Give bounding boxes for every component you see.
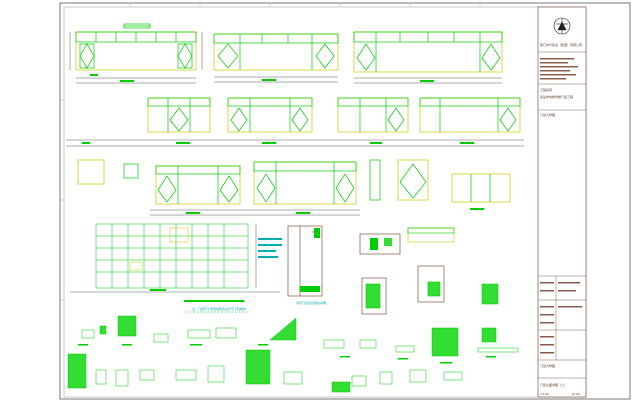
project-name: 某某学校教学楼门窗工程	[540, 94, 573, 99]
profile-sections	[67, 315, 497, 393]
company-logo-icon	[553, 17, 571, 35]
dimension-lines-row2	[66, 139, 524, 147]
profile-dimension-marks	[78, 344, 496, 364]
dimension-lines-3	[354, 77, 502, 84]
window-elevation-8	[155, 165, 241, 205]
note-1: 注：门窗尺寸须现场核实后方可下料制作	[192, 306, 246, 311]
scale: 1:100	[540, 392, 549, 396]
sheet-number: JS-04	[571, 392, 580, 396]
project-label: 工程名称	[540, 87, 552, 92]
window-elevation-6	[337, 97, 409, 133]
curtain-wall-dimensions	[70, 224, 280, 302]
section-detail-a	[287, 225, 323, 297]
drawing-title-2: 门窗立面详图（二）	[540, 382, 567, 387]
window-elevation-5	[227, 97, 313, 133]
profile-outlines	[81, 327, 519, 387]
window-elevation-3	[353, 31, 503, 73]
section-detail-f	[481, 283, 499, 305]
door-elevation-b	[397, 159, 429, 201]
window-elevation-7	[419, 97, 521, 133]
dimension-lines-2	[214, 76, 338, 83]
company-name: 厦门中升建设（集团）有限公司	[540, 42, 582, 47]
section-detail-e	[417, 265, 445, 303]
window-elevation-4	[147, 97, 211, 133]
title-block-rows	[540, 58, 582, 354]
section-detail-d	[361, 277, 387, 315]
window-elevation-9	[253, 161, 357, 205]
section-detail-b	[359, 233, 401, 255]
drawing-title-1: 门窗大样图	[540, 363, 555, 368]
cyan-annotations	[258, 238, 282, 258]
sheet-border	[59, 2, 631, 400]
curtain-wall-grid	[95, 223, 249, 289]
title-block: 厦门中升建设（集团）有限公司 工程名称 某某学校教学楼门窗工程 门窗大样图 门窗…	[537, 6, 587, 398]
door-elevation-a	[369, 159, 381, 201]
small-window-a	[77, 159, 105, 185]
window-elevation-10	[451, 173, 511, 203]
window-elevation-2	[213, 33, 339, 71]
dimension-lines-1	[69, 32, 203, 84]
window-elevation-1	[75, 23, 197, 71]
small-window-b	[123, 163, 139, 179]
drawing-name: 门窗大样图	[540, 112, 555, 117]
section-detail-c	[407, 227, 455, 243]
note-2: 详见门窗表及相关说明	[296, 300, 326, 305]
grid-ticks	[60, 3, 481, 301]
dimension-lines-row3	[150, 208, 484, 216]
